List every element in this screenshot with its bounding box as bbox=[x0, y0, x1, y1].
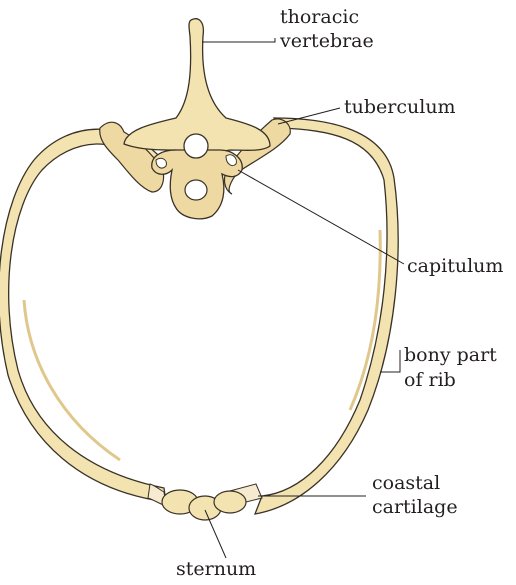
label-bony-part: bony part bbox=[404, 344, 497, 366]
label-capitulum: capitulum bbox=[407, 255, 503, 277]
vertebra-spinous-process bbox=[124, 19, 270, 152]
leader-capitulum bbox=[238, 170, 404, 264]
label-tuberculum: tuberculum bbox=[344, 96, 456, 118]
left-costal-facet bbox=[156, 158, 166, 168]
leader-thoracic-vertebrae bbox=[202, 38, 275, 42]
label-vertebrae: vertebrae bbox=[280, 30, 374, 52]
vertebral-foramen bbox=[184, 134, 208, 158]
label-sternum: sternum bbox=[176, 558, 256, 580]
shade-left-rib bbox=[24, 300, 120, 460]
label-coastal: coastal bbox=[372, 472, 440, 494]
label-cartilage: cartilage bbox=[372, 496, 458, 518]
vertebral-body-opening bbox=[185, 180, 207, 200]
sternum-segment-3 bbox=[214, 491, 246, 513]
label-of-rib: of rib bbox=[404, 369, 456, 391]
label-thoracic: thoracic bbox=[280, 6, 359, 28]
